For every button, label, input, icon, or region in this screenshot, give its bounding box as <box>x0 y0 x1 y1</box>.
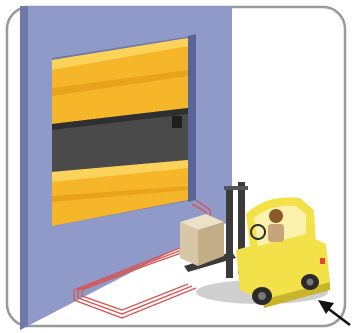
forklift-load <box>180 214 224 266</box>
door-sensor-icon <box>172 116 182 128</box>
door <box>52 34 196 226</box>
forklift-mast <box>226 186 233 278</box>
driver <box>269 209 283 223</box>
